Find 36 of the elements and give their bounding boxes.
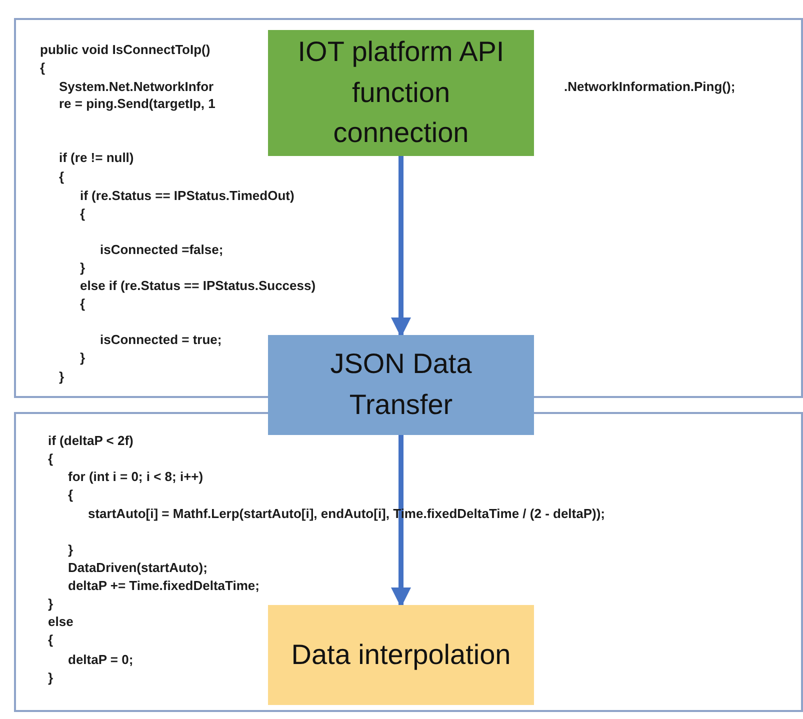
arrow (391, 156, 411, 338)
code-line: { (80, 206, 86, 221)
code-line: } (80, 260, 86, 275)
code-line: } (48, 596, 54, 611)
code-line: deltaP += Time.fixedDeltaTime; (68, 578, 260, 593)
code-line: .NetworkInformation.Ping(); (564, 79, 736, 94)
process-box (268, 30, 534, 156)
code-line: { (80, 296, 86, 311)
process-box (268, 605, 534, 705)
code-line: if (re != null) (59, 150, 134, 165)
code-line: { (68, 487, 74, 502)
code-line: if (re.Status == IPStatus.TimedOut) (80, 188, 294, 203)
code-line: for (int i = 0; i < 8; i++) (68, 469, 204, 484)
code-line: { (59, 169, 64, 184)
code-line: System.Net.NetworkInfor (59, 79, 214, 94)
code-line: { (40, 60, 46, 75)
code-line: else if (re.Status == IPStatus.Success) (80, 278, 316, 293)
code-line: if (deltaP < 2f) (48, 433, 134, 448)
process-box (268, 335, 534, 435)
code-line: } (59, 369, 64, 384)
code-line: } (68, 542, 74, 557)
box-label: Data interpolation (291, 638, 511, 672)
code-line: } (48, 670, 54, 685)
code-line: public void IsConnectToIp() (40, 42, 210, 57)
code-line: } (80, 350, 86, 365)
box-label: IOT platform API function connection (296, 35, 506, 150)
code-line: isConnected = true; (100, 332, 222, 347)
code-line: re = ping.Send(targetIp, 1 (59, 96, 216, 111)
code-line: else (48, 614, 74, 629)
arrow (391, 435, 411, 608)
code-line: deltaP = 0; (68, 652, 134, 667)
code-line: { (48, 632, 54, 647)
code-line: DataDriven(startAuto); (68, 560, 208, 575)
box-label: JSON Data Transfer (329, 347, 473, 422)
code-line: { (48, 451, 54, 466)
code-line: isConnected =false; (100, 242, 224, 257)
